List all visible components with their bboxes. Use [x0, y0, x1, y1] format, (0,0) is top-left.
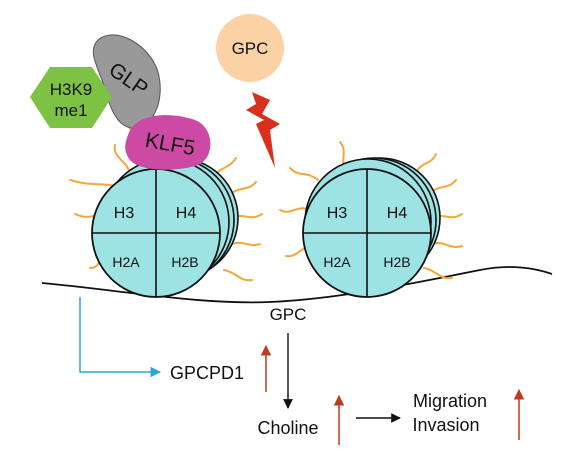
right-h2a-label: H2A	[323, 254, 351, 270]
h3k9-line1: H3K9	[50, 80, 93, 99]
right-h4-label: H4	[387, 205, 408, 222]
right-histone-tails	[279, 141, 463, 280]
klf5-protein: KLF5	[125, 115, 211, 170]
gpc-top-label: GPC	[232, 39, 269, 58]
left-h3-label: H3	[114, 205, 135, 222]
choline-label: Choline	[257, 418, 318, 438]
migration-label: Migration	[413, 391, 487, 411]
glp-protein: GLP	[92, 34, 161, 129]
gpcpd1-label: GPCPD1	[170, 363, 244, 383]
gpc-bottom-label: GPC	[270, 305, 307, 324]
h3k9me1-mark: H3K9 me1	[30, 67, 112, 128]
left-h4-label: H4	[176, 205, 197, 222]
right-h2b-label: H2B	[383, 254, 410, 270]
left-h2a-label: H2A	[112, 254, 140, 270]
right-nucleosome: H3 H4 H2A H2B	[279, 141, 463, 298]
invasion-label: Invasion	[412, 415, 479, 435]
left-h2b-label: H2B	[171, 254, 198, 270]
gpc-top-molecule: GPC	[216, 14, 284, 82]
left-nucleosome: H3 H4 H2A H2B	[69, 74, 263, 298]
gene-expression-arrow	[79, 297, 162, 378]
lightning-bolt-icon	[246, 92, 280, 168]
right-h3-label: H3	[327, 205, 348, 222]
h3k9-line2: me1	[54, 101, 87, 120]
